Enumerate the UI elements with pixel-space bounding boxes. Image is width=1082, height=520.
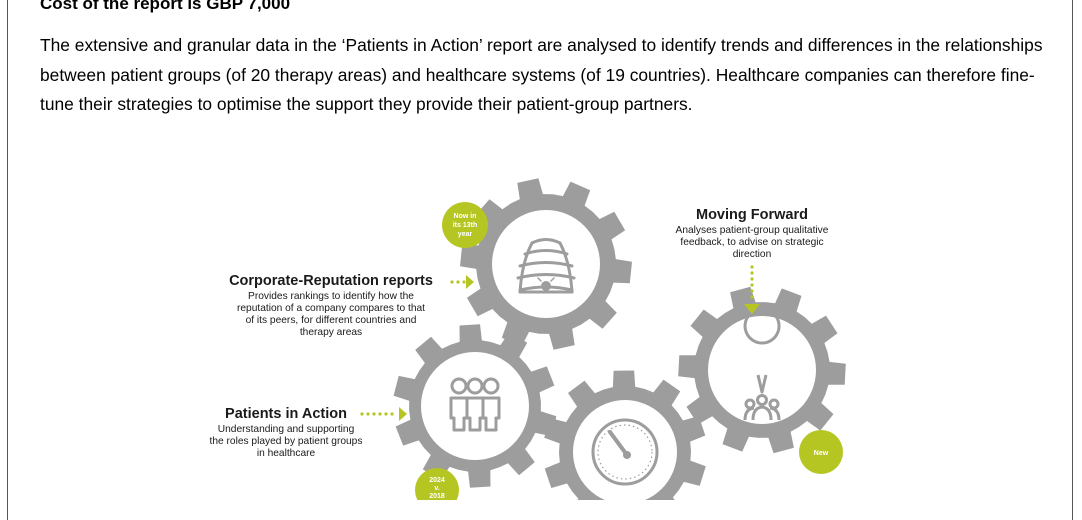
people-group-icon bbox=[449, 377, 501, 432]
badge-new-label: New bbox=[814, 450, 829, 457]
beehive-icon bbox=[516, 238, 576, 294]
moving-arrow bbox=[744, 265, 760, 314]
patients-arrow bbox=[360, 407, 407, 421]
corporate-title: Corporate-Reputation reports bbox=[229, 273, 433, 289]
content-frame bbox=[7, 0, 1073, 520]
corporate-desc-3: of its peers, for different countries an… bbox=[246, 315, 417, 326]
speech-bubble-audience-icon bbox=[743, 307, 781, 421]
badge-years: Now in its 13th year bbox=[442, 202, 488, 248]
gear-gauge bbox=[544, 370, 706, 500]
services-diagram: Corporate-Reputation reports Provides ra… bbox=[210, 178, 846, 500]
corporate-arrow bbox=[450, 275, 474, 289]
cost-heading: Cost of the report is GBP 7,000 bbox=[40, 0, 291, 13]
patients-desc-3: in healthcare bbox=[257, 448, 316, 459]
moving-title: Moving Forward bbox=[696, 207, 808, 223]
badge-years-line-1: Now in bbox=[454, 213, 477, 220]
badge-years-line-2: its 13th bbox=[453, 222, 478, 229]
moving-desc-3: direction bbox=[733, 249, 772, 260]
patients-desc-1: Understanding and supporting bbox=[218, 424, 355, 435]
gear-moving-forward bbox=[678, 286, 846, 454]
badge-comparison: 2024 v. 2018 bbox=[415, 468, 459, 500]
moving-desc-1: Analyses patient-group qualitative bbox=[676, 225, 829, 236]
gear-patients bbox=[393, 324, 557, 488]
badge-years-line-3: year bbox=[458, 231, 473, 238]
badge-comparison-line-2: v. bbox=[434, 485, 439, 492]
corporate-desc-2: reputation of a company compares to that bbox=[237, 303, 425, 314]
badge-new: New bbox=[799, 430, 843, 474]
gauge-icon bbox=[591, 418, 659, 486]
moving-desc-2: feedback, to advise on strategic bbox=[680, 237, 823, 248]
badge-comparison-line-1: 2024 bbox=[429, 477, 445, 484]
badge-comparison-line-3: 2018 bbox=[429, 493, 445, 500]
intro-paragraph: The extensive and granular data in the ‘… bbox=[40, 35, 1043, 114]
patients-title: Patients in Action bbox=[225, 406, 347, 422]
patients-desc-2: the roles played by patient groups bbox=[210, 436, 363, 447]
corporate-desc-1: Provides rankings to identify how the bbox=[248, 291, 414, 302]
corporate-desc-4: therapy areas bbox=[300, 327, 362, 338]
